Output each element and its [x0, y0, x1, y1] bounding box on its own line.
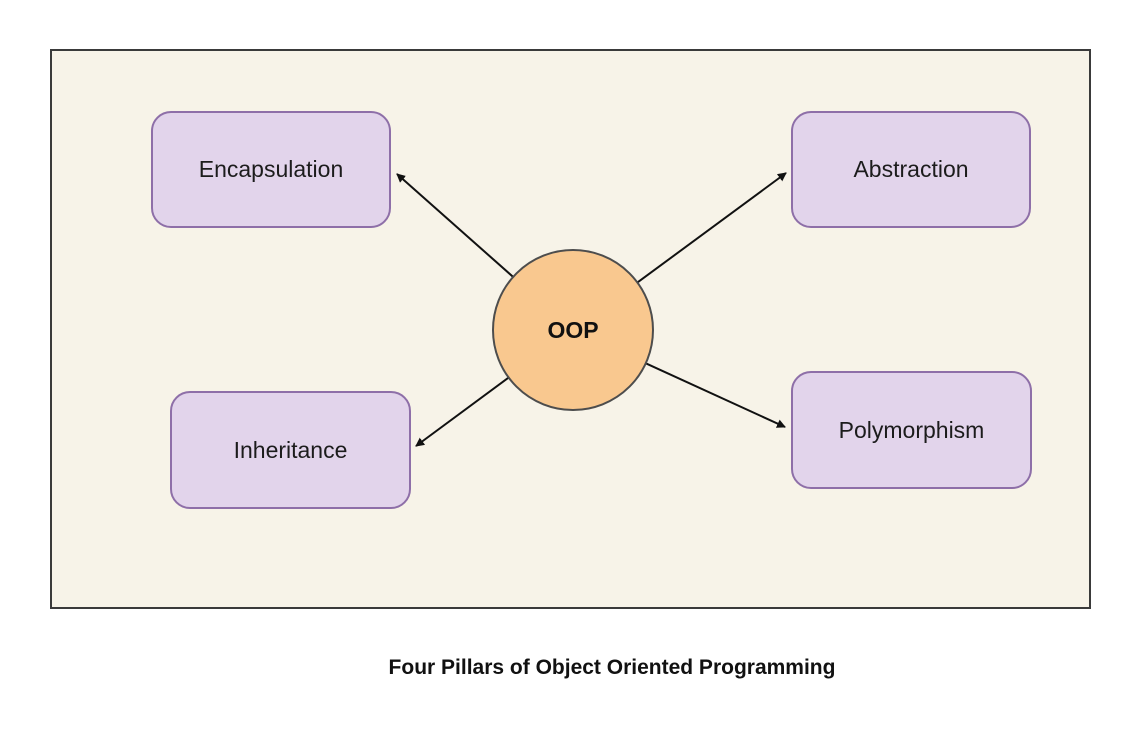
node-abstraction: Abstraction — [791, 111, 1031, 228]
node-inheritance: Inheritance — [170, 391, 411, 509]
diagram-caption: Four Pillars of Object Oriented Programm… — [388, 656, 836, 679]
node-polymorphism-label: Polymorphism — [838, 416, 985, 443]
node-abstraction-label: Abstraction — [853, 156, 969, 182]
center-node-oop: OOP — [492, 249, 654, 411]
node-inheritance-label: Inheritance — [233, 436, 348, 463]
node-encapsulation: Encapsulation — [151, 111, 391, 228]
node-encapsulation-label: Encapsulation — [198, 156, 344, 182]
node-polymorphism: Polymorphism — [791, 371, 1032, 489]
center-node-label: OOP — [547, 316, 599, 343]
